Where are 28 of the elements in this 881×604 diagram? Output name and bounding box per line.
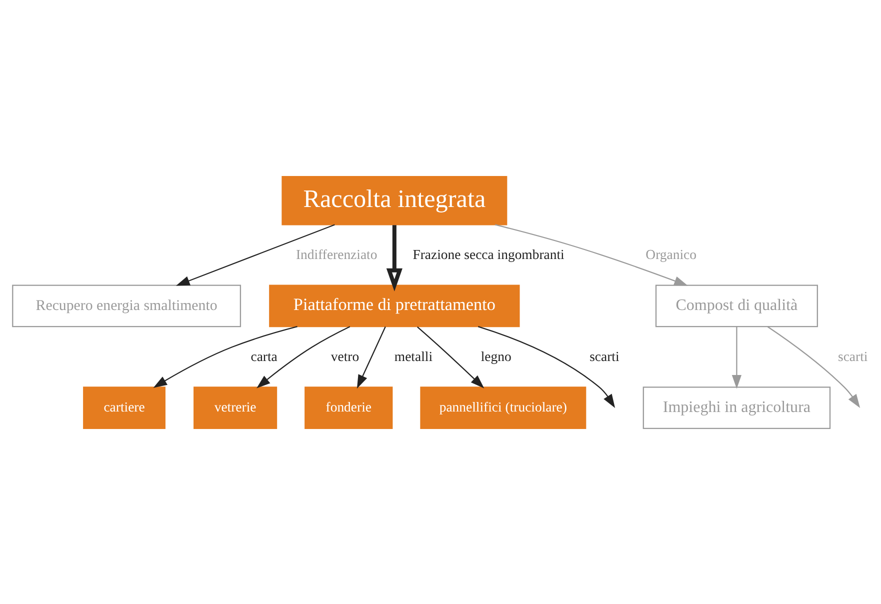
node-box: fonderie	[304, 386, 393, 428]
edge-label: scarti	[590, 348, 620, 364]
edge-label: vetro	[330, 348, 360, 364]
arrow	[478, 326, 616, 408]
node-box: Impieghi in agricoltura	[642, 386, 831, 428]
node-box: pannellifici (truciolare)	[420, 386, 586, 428]
arrow	[176, 224, 335, 286]
node-box: vetrerie	[194, 386, 278, 428]
edge-label: metalli	[394, 348, 433, 364]
node-box: Compost di qualità	[655, 284, 818, 327]
node-box: Piattaforme di pretrattamento	[269, 284, 520, 327]
arrow	[153, 326, 298, 388]
node-box: Raccolta integrata	[282, 176, 508, 225]
arrow	[494, 224, 688, 286]
node-box: Recupero energia smaltimento	[12, 284, 242, 327]
arrow	[386, 224, 402, 291]
node-box: cartiere	[83, 386, 166, 428]
edge-label: carta	[250, 348, 278, 364]
edge-label: scarti	[838, 348, 868, 364]
arrow	[256, 326, 350, 388]
edge-label: Frazione secca ingombranti	[412, 246, 564, 262]
arrow	[356, 326, 386, 388]
arrow	[732, 326, 742, 388]
edge-label: Indifferenziato	[296, 246, 378, 262]
arrow	[417, 326, 484, 388]
arrow	[767, 326, 860, 408]
edge-label: Organico	[646, 246, 696, 262]
edge-label: legno	[480, 348, 512, 364]
